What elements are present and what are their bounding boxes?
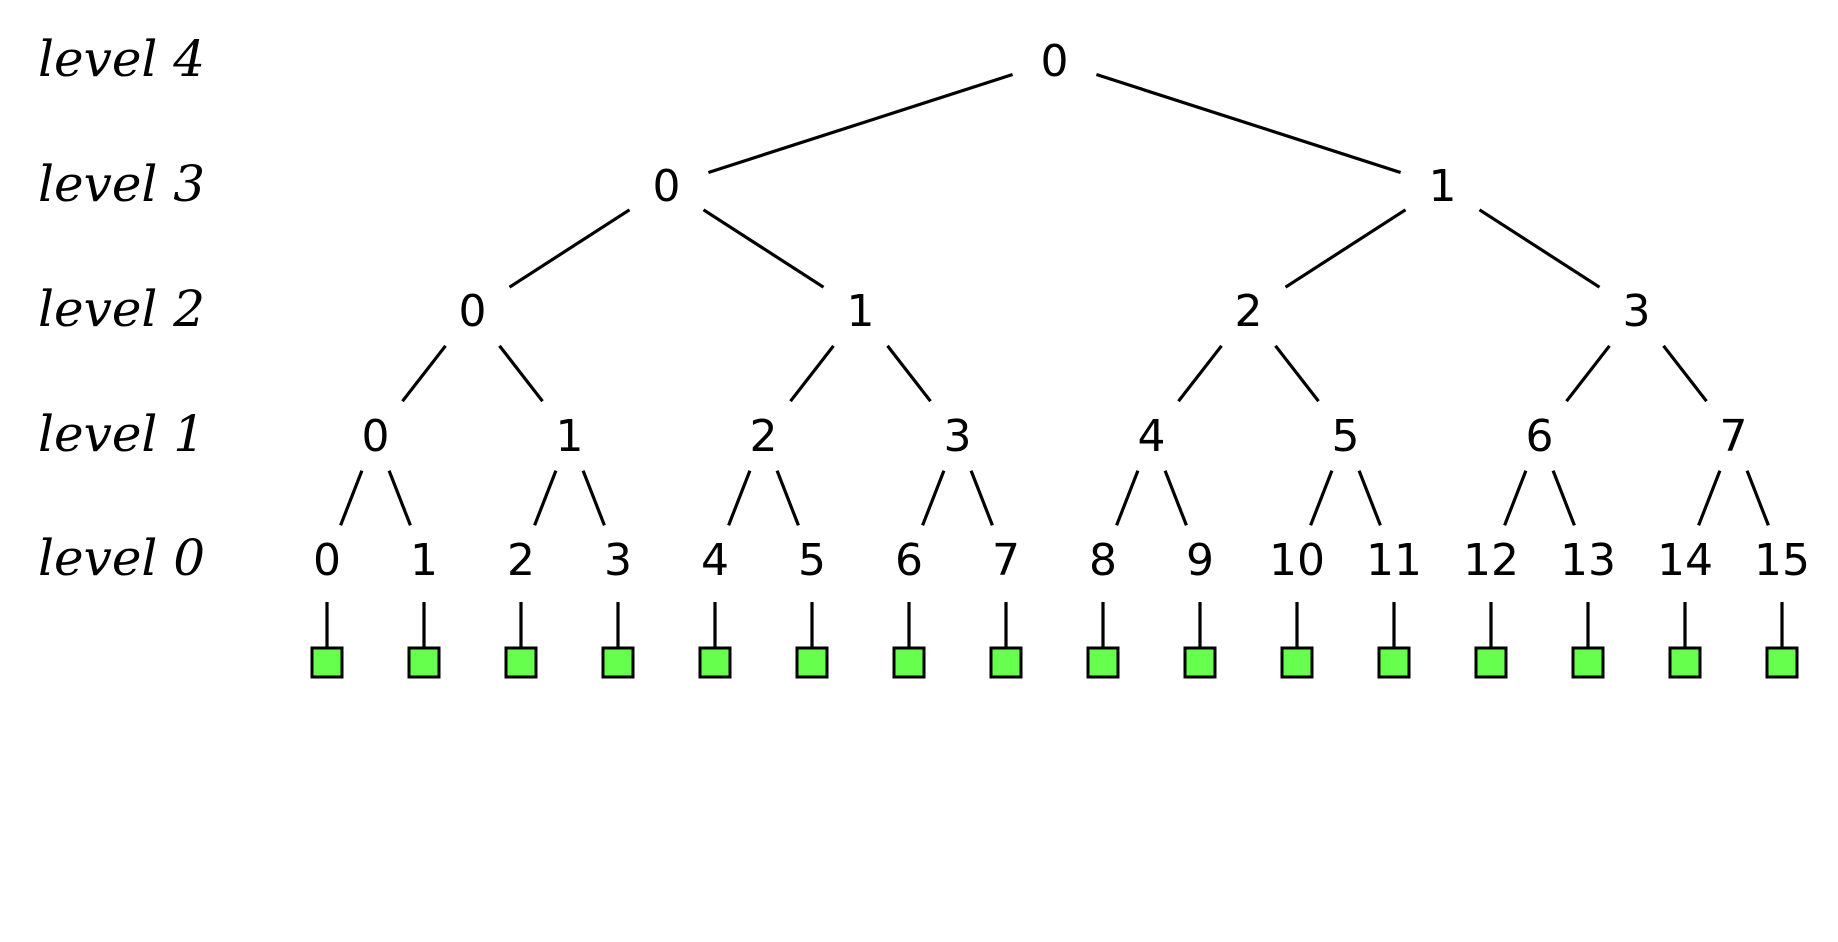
tree-edge-level1-7-to-15: [1745, 470, 1770, 526]
tree-node-level0-5: 5: [798, 535, 826, 586]
tree-node-level0-7: 7: [992, 535, 1020, 586]
tree-node-level3-0: 0: [653, 161, 681, 212]
tree-edge-level2-2-to-4: [1177, 344, 1223, 403]
tree-node-level1-4: 4: [1138, 411, 1166, 462]
tree-node-level0-10: 10: [1269, 535, 1325, 586]
leaf-box-8: [1086, 646, 1120, 679]
tree-edge-level1-4-to-8: [1115, 470, 1140, 526]
tree-node-level0-4: 4: [701, 535, 729, 586]
level-label-4: level 4: [38, 30, 205, 88]
tree-edge-level1-6-to-12: [1503, 470, 1528, 526]
tree-edge-level1-6-to-13: [1551, 470, 1576, 526]
tree-edge-level1-5-to-10: [1309, 470, 1334, 526]
tree-edge-level1-7-to-14: [1697, 470, 1722, 526]
level-label-1: level 1: [38, 405, 205, 463]
tree-node-level2-2: 2: [1235, 286, 1263, 337]
tree-edge-level3-0-to-0: [508, 208, 631, 289]
tree-node-level0-2: 2: [507, 535, 535, 586]
tree-edge-level1-2-to-4: [727, 470, 752, 526]
level-label-3: level 3: [38, 155, 205, 213]
tree-node-level3-1: 1: [1429, 161, 1457, 212]
leaf-box-2: [504, 646, 538, 679]
tree-node-level0-0: 0: [313, 535, 341, 586]
tree-edge-level2-2-to-5: [1274, 344, 1320, 403]
leaf-box-7: [989, 646, 1023, 679]
tree-node-level0-15: 15: [1754, 535, 1810, 586]
level-label-0: level 0: [38, 529, 205, 587]
tree-node-level1-7: 7: [1720, 411, 1748, 462]
tree-node-level0-13: 13: [1560, 535, 1616, 586]
leaf-boxes: [310, 602, 1799, 679]
tree-node-level1-0: 0: [362, 411, 390, 462]
tree-edge-level3-1-to-3: [1478, 208, 1601, 289]
tree-node-level0-9: 9: [1186, 535, 1214, 586]
leaf-box-11: [1377, 646, 1411, 679]
tree-edge-level1-0-to-0: [339, 470, 364, 526]
level-label-2: level 2: [38, 280, 205, 338]
tree-edge-level2-0-to-1: [498, 344, 544, 403]
tree-edge-level2-1-to-2: [789, 344, 835, 403]
tree-edges: [339, 72, 1770, 526]
tree-edge-level4-0-to-1: [1095, 72, 1402, 175]
tree-node-level2-0: 0: [459, 286, 487, 337]
leaf-box-9: [1183, 646, 1217, 679]
leaf-box-14: [1668, 646, 1702, 679]
leaf-box-4: [698, 646, 732, 679]
tree-edge-level1-3-to-6: [921, 470, 946, 526]
tree-edge-level2-3-to-7: [1662, 344, 1708, 403]
leaf-box-0: [310, 646, 344, 679]
leaf-box-10: [1280, 646, 1314, 679]
tree-edge-level1-2-to-5: [775, 470, 800, 526]
tree-node-level1-3: 3: [944, 411, 972, 462]
tree-edge-level2-3-to-6: [1565, 344, 1611, 403]
tree-node-level0-14: 14: [1657, 535, 1713, 586]
tree-node-level1-1: 1: [556, 411, 584, 462]
tree-node-level2-1: 1: [847, 286, 875, 337]
tree-node-level4-0: 0: [1041, 36, 1069, 87]
tree-node-level2-3: 3: [1623, 286, 1651, 337]
leaf-box-3: [601, 646, 635, 679]
leaf-box-12: [1474, 646, 1508, 679]
tree-edge-level3-1-to-2: [1284, 208, 1407, 289]
tree-node-level0-8: 8: [1089, 535, 1117, 586]
tree-node-level0-1: 1: [410, 535, 438, 586]
tree-node-level1-6: 6: [1526, 411, 1554, 462]
tree-edge-level1-1-to-3: [581, 470, 606, 526]
tree-edge-level4-0-to-0: [707, 72, 1014, 175]
tree-edge-level1-3-to-7: [969, 470, 994, 526]
leaf-box-1: [407, 646, 441, 679]
tree-node-level0-12: 12: [1463, 535, 1519, 586]
tree-node-level1-5: 5: [1332, 411, 1360, 462]
tree-node-level0-6: 6: [895, 535, 923, 586]
tree-edge-level1-0-to-1: [387, 470, 412, 526]
leaf-box-13: [1571, 646, 1605, 679]
leaf-box-15: [1765, 646, 1799, 679]
level-labels: level 4 level 3 level 2 level 1 level 0: [38, 30, 205, 587]
tree-edge-level2-1-to-3: [886, 344, 932, 403]
tree-node-level0-11: 11: [1366, 535, 1422, 586]
tree-edge-level1-5-to-11: [1357, 470, 1382, 526]
tree-edge-level3-0-to-1: [702, 208, 825, 289]
leaf-box-5: [795, 646, 829, 679]
tree-node-level1-2: 2: [750, 411, 778, 462]
tree-node-level0-3: 3: [604, 535, 632, 586]
tree-edge-level1-4-to-9: [1163, 470, 1188, 526]
leaf-box-6: [892, 646, 926, 679]
tree-edge-level1-1-to-2: [533, 470, 558, 526]
tree-edge-level2-0-to-0: [401, 344, 447, 403]
